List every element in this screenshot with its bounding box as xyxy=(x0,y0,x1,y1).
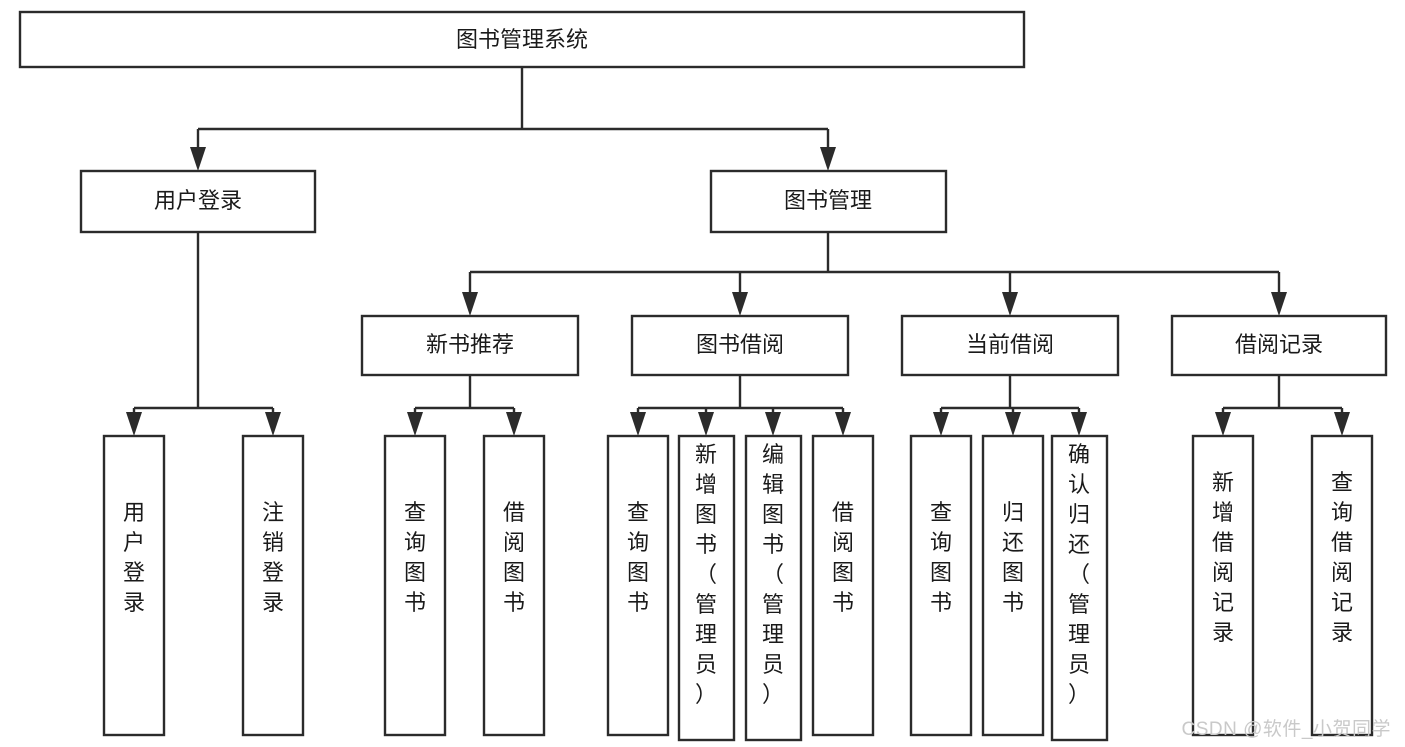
arrow-to-book-borrow xyxy=(732,292,748,316)
node-book-manage[interactable]: 图书管理 xyxy=(709,169,948,234)
node-book-manage-box[interactable] xyxy=(709,169,948,234)
arrow-to-leaf-query-book-1 xyxy=(407,412,423,436)
node-leaf-query-borrow-record-label: 查询借阅记录 xyxy=(1331,470,1353,645)
node-user-login[interactable]: 用户登录 xyxy=(79,169,317,234)
node-leaf-confirm-return-admin-label: 确认归还（管理员） xyxy=(1068,442,1090,707)
arrow-to-current-borrow xyxy=(1002,292,1018,316)
node-leaf-logout[interactable]: 注销登录 xyxy=(241,434,305,737)
node-leaf-confirm-return-admin-box[interactable] xyxy=(1050,434,1109,742)
node-leaf-return-book[interactable]: 归还图书 xyxy=(981,434,1045,737)
node-layer: 图书管理系统 用户登录 图书管理 新书推荐 图书借阅 当前 xyxy=(18,10,1388,742)
node-book-borrow[interactable]: 图书借阅 xyxy=(630,314,850,377)
arrow-to-leaf-query-borrow-record xyxy=(1334,412,1350,436)
node-book-borrow-box[interactable] xyxy=(630,314,850,377)
node-user-login-box[interactable] xyxy=(79,169,317,234)
node-leaf-query-book-3[interactable]: 查询图书 xyxy=(909,434,973,737)
node-leaf-query-book-1[interactable]: 查询图书 xyxy=(383,434,447,737)
node-leaf-query-book-2-label: 查询图书 xyxy=(627,500,649,615)
node-root-box[interactable] xyxy=(18,10,1026,69)
connector-layer xyxy=(126,67,1350,436)
node-leaf-borrow-book-2[interactable]: 借阅图书 xyxy=(811,434,875,737)
node-current-borrow[interactable]: 当前借阅 xyxy=(900,314,1120,377)
arrow-to-leaf-user-login xyxy=(126,412,142,436)
arrow-root-to-user-login xyxy=(190,147,206,171)
node-current-borrow-box[interactable] xyxy=(900,314,1120,377)
node-leaf-user-login[interactable]: 用户登录 xyxy=(102,434,166,737)
node-leaf-edit-book-admin[interactable]: 编辑图书（管理员） xyxy=(744,434,803,742)
node-book-manage-label: 图书管理 xyxy=(784,188,872,213)
node-new-book-recommend-box[interactable] xyxy=(360,314,580,377)
node-borrow-record-label: 借阅记录 xyxy=(1235,332,1323,357)
arrow-to-new-book-recommend xyxy=(462,292,478,316)
node-leaf-edit-book-admin-label: 编辑图书（管理员） xyxy=(762,442,784,707)
node-leaf-add-book-admin-box[interactable] xyxy=(677,434,736,742)
node-leaf-borrow-book-2-box[interactable] xyxy=(811,434,875,737)
node-leaf-query-book-3-box[interactable] xyxy=(909,434,973,737)
node-leaf-query-borrow-record[interactable]: 查询借阅记录 xyxy=(1310,434,1374,737)
node-leaf-add-borrow-record[interactable]: 新增借阅记录 xyxy=(1191,434,1255,737)
node-leaf-add-book-admin[interactable]: 新增图书（管理员） xyxy=(677,434,736,742)
node-leaf-edit-book-admin-box[interactable] xyxy=(744,434,803,742)
arrow-to-leaf-borrow-book-2 xyxy=(835,412,851,436)
arrow-to-leaf-query-book-3 xyxy=(933,412,949,436)
node-leaf-borrow-book-1-box[interactable] xyxy=(482,434,546,737)
arrow-to-leaf-edit-book-admin xyxy=(765,412,781,436)
node-leaf-add-borrow-record-label: 新增借阅记录 xyxy=(1212,470,1234,645)
node-leaf-query-book-1-label: 查询图书 xyxy=(404,500,426,615)
node-new-book-recommend[interactable]: 新书推荐 xyxy=(360,314,580,377)
arrow-to-leaf-add-book-admin xyxy=(698,412,714,436)
node-leaf-query-borrow-record-box[interactable] xyxy=(1310,434,1374,737)
node-borrow-record[interactable]: 借阅记录 xyxy=(1170,314,1388,377)
arrow-to-borrow-record xyxy=(1271,292,1287,316)
node-leaf-query-book-2[interactable]: 查询图书 xyxy=(606,434,670,737)
node-borrow-record-box[interactable] xyxy=(1170,314,1388,377)
node-current-borrow-label: 当前借阅 xyxy=(966,332,1054,357)
node-new-book-recommend-label: 新书推荐 xyxy=(426,332,514,357)
node-leaf-query-book-1-box[interactable] xyxy=(383,434,447,737)
arrow-root-to-book-manage xyxy=(820,147,836,171)
node-leaf-return-book-label: 归还图书 xyxy=(1002,500,1024,615)
node-leaf-logout-box[interactable] xyxy=(241,434,305,737)
node-leaf-logout-label: 注销登录 xyxy=(262,500,284,615)
node-leaf-user-login-box[interactable] xyxy=(102,434,166,737)
node-leaf-borrow-book-1-label: 借阅图书 xyxy=(503,500,525,615)
arrow-to-leaf-confirm-return-admin xyxy=(1071,412,1087,436)
node-leaf-user-login-label: 用户登录 xyxy=(123,500,145,615)
node-leaf-borrow-book-2-label: 借阅图书 xyxy=(832,500,854,615)
node-root[interactable]: 图书管理系统 xyxy=(18,10,1026,69)
arrow-to-leaf-logout xyxy=(265,412,281,436)
node-leaf-borrow-book-1[interactable]: 借阅图书 xyxy=(482,434,546,737)
node-leaf-query-book-3-label: 查询图书 xyxy=(930,500,952,615)
node-leaf-add-borrow-record-box[interactable] xyxy=(1191,434,1255,737)
node-root-label: 图书管理系统 xyxy=(456,27,588,52)
arrow-to-leaf-borrow-book-1 xyxy=(506,412,522,436)
arrow-to-leaf-return-book xyxy=(1005,412,1021,436)
node-leaf-return-book-box[interactable] xyxy=(981,434,1045,737)
arrow-to-leaf-add-borrow-record xyxy=(1215,412,1231,436)
node-book-borrow-label: 图书借阅 xyxy=(696,332,784,357)
node-leaf-query-book-2-box[interactable] xyxy=(606,434,670,737)
node-leaf-add-book-admin-label: 新增图书（管理员） xyxy=(695,442,717,707)
arrow-to-leaf-query-book-2 xyxy=(630,412,646,436)
node-leaf-confirm-return-admin[interactable]: 确认归还（管理员） xyxy=(1050,434,1109,742)
node-user-login-label: 用户登录 xyxy=(154,188,242,213)
